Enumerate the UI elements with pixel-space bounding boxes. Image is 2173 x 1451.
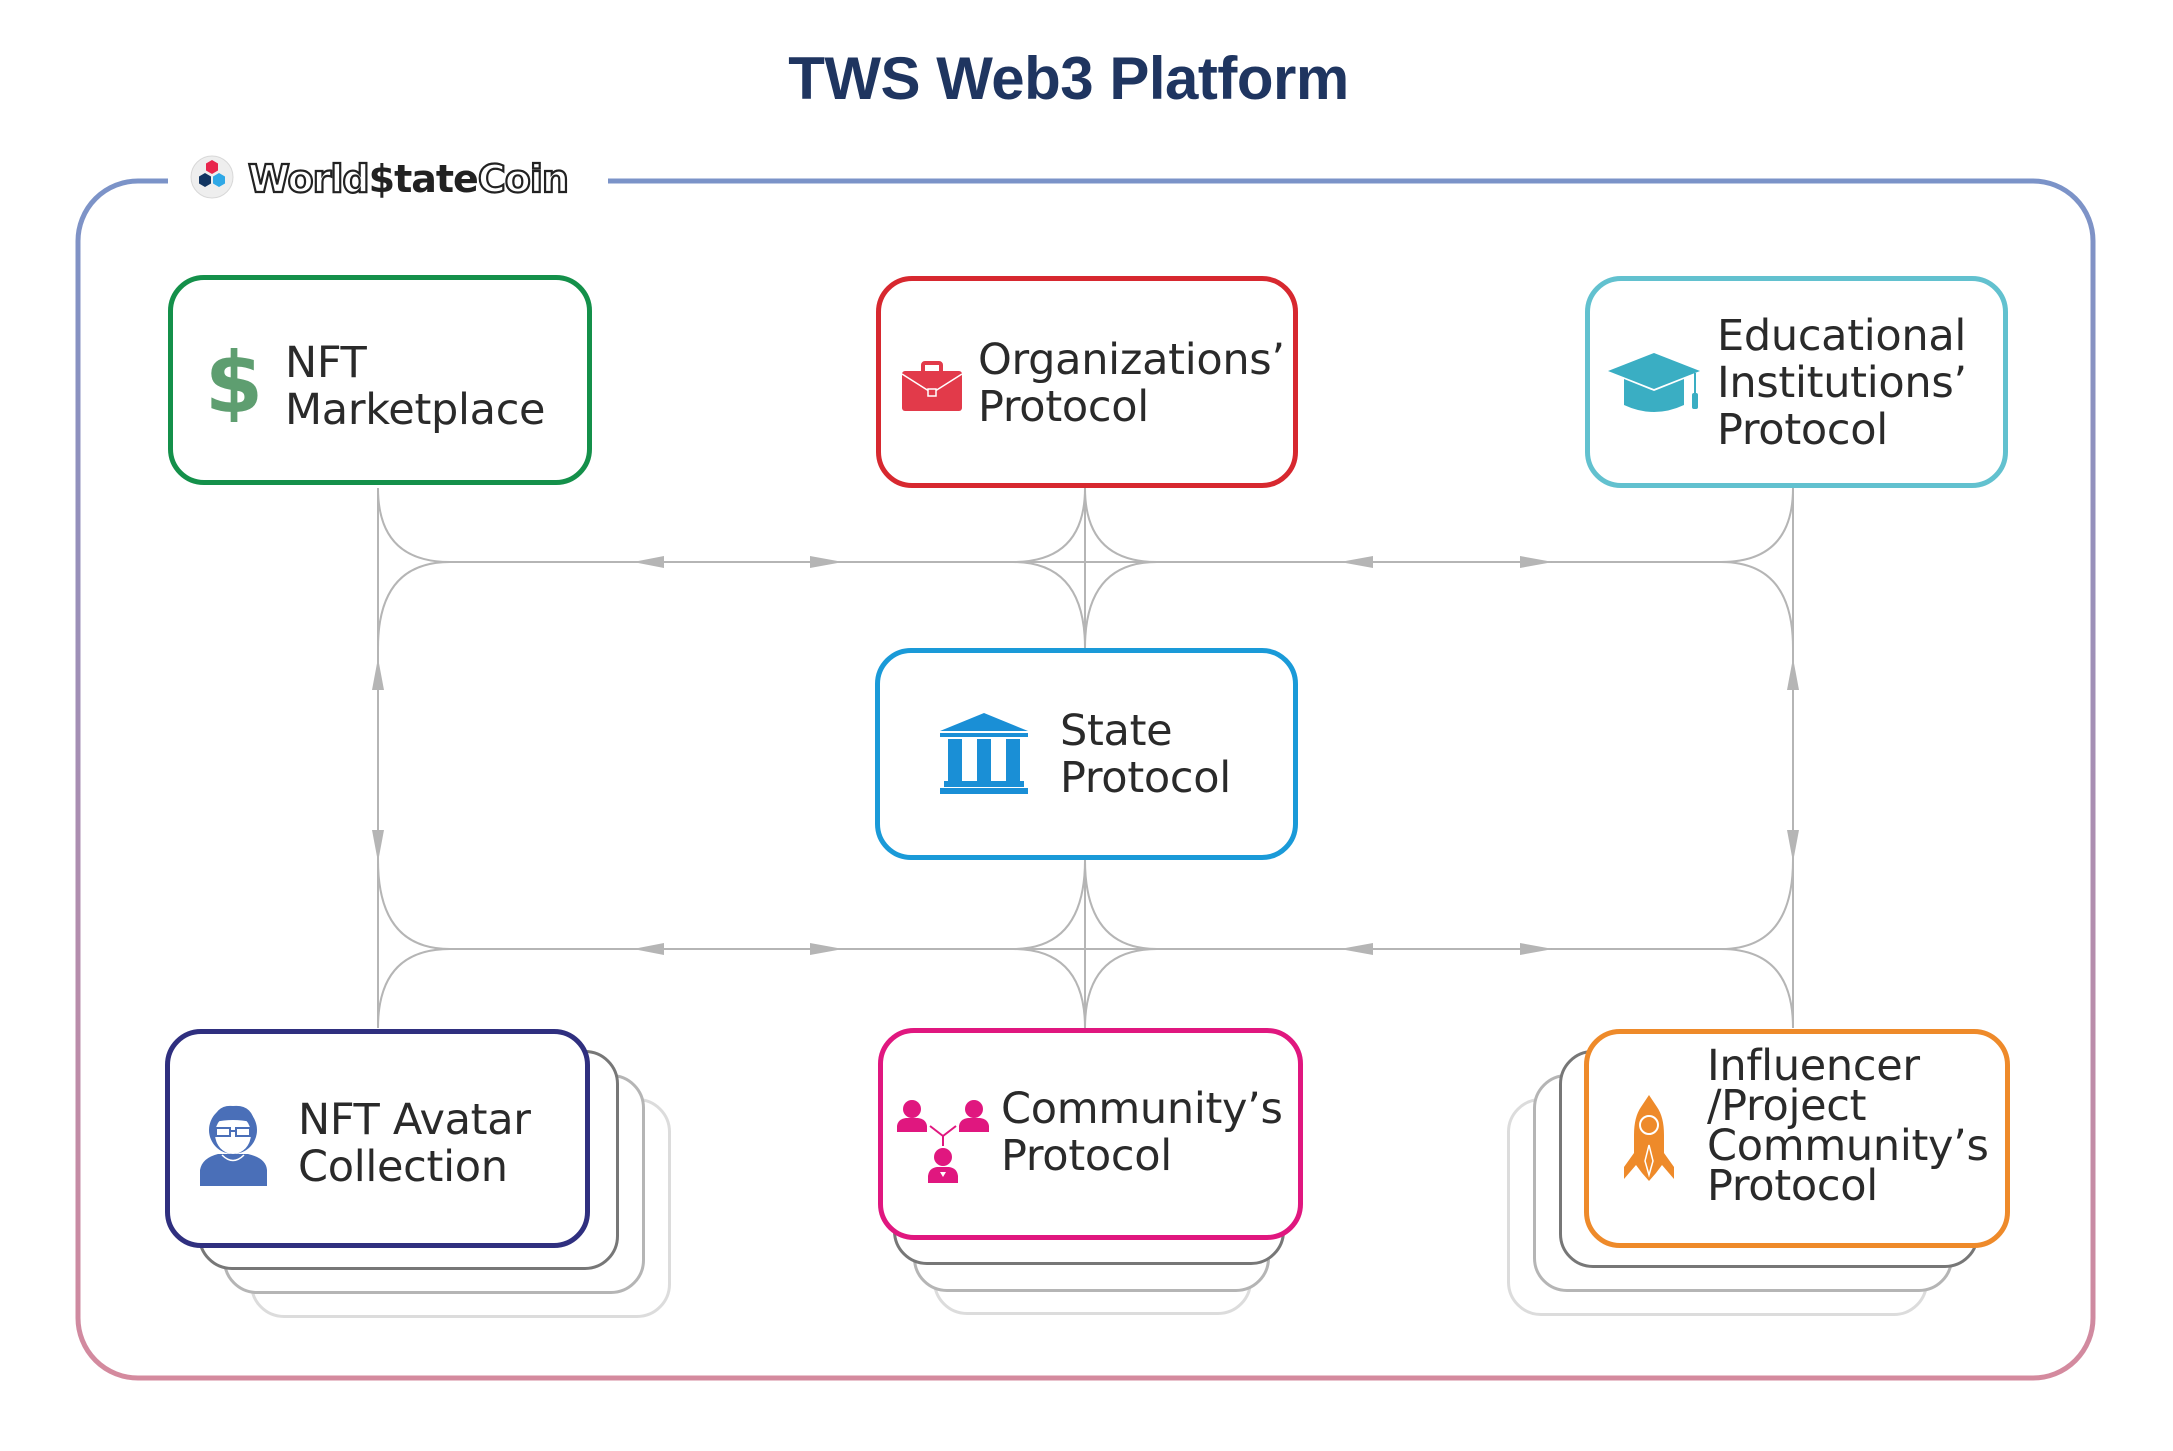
node-label: Influencer /Project Community’s Protocol <box>1707 1041 1989 1211</box>
avatar-person-glasses-icon <box>200 1100 270 1190</box>
node-label: Community’s Protocol <box>1001 1084 1283 1181</box>
connector-curve-right-bottom-lower <box>1720 948 1794 1029</box>
connector-curve-right-top-upper <box>1720 487 1794 563</box>
node-label: NFT Avatar Collection <box>298 1095 531 1192</box>
node-label: Organizations’ Protocol <box>978 335 1285 432</box>
arrow-left-bottom-1 <box>1340 943 1373 955</box>
connector-curve-left-top-lower <box>377 561 451 649</box>
arrow-right-top-1 <box>1520 556 1553 568</box>
node-nft-avatar-collection[interactable]: NFT Avatar Collection <box>165 1029 590 1248</box>
worldstatecoin-logo: World$tateCoin <box>190 155 570 203</box>
briefcase-icon <box>901 361 963 417</box>
connector-arrows <box>372 556 1799 955</box>
node-influencer-protocol[interactable]: Influencer /Project Community’s Protocol <box>1584 1029 2010 1248</box>
connector-curve-left-bottom-upper <box>377 859 451 950</box>
connector-curve-center-top-lr <box>1084 561 1158 649</box>
arrow-right-top-0 <box>810 556 843 568</box>
logo-text-coin: Coin <box>477 156 570 202</box>
community-network-icon <box>896 1100 992 1188</box>
logo-text-world: World <box>247 156 371 202</box>
worldstatecoin-hexagon-logo-icon <box>190 155 234 203</box>
arrow-down-right <box>1787 830 1799 862</box>
connector-curve-left-top-upper <box>377 487 451 563</box>
platform-frame <box>75 178 2096 1381</box>
node-nft-marketplace[interactable]: $ NFT Marketplace <box>168 275 592 485</box>
connector-curve-center-bottom-ur <box>1084 859 1158 950</box>
government-building-icon <box>940 713 1028 799</box>
connector-curve-center-top-ll <box>1012 561 1086 649</box>
arrow-up-right <box>1787 658 1799 690</box>
logo-wordmark: World$tateCoin <box>247 156 570 202</box>
arrow-left-bottom-0 <box>633 943 664 955</box>
node-state-protocol[interactable]: State Protocol <box>875 648 1298 860</box>
connector-curve-right-top-lower <box>1720 561 1794 649</box>
arrow-right-bottom-1 <box>1520 943 1553 955</box>
connector-curve-center-bottom-ll <box>1012 948 1086 1029</box>
graduation-cap-icon <box>1608 353 1704 419</box>
arrow-left-top-1 <box>1340 556 1373 568</box>
arrow-down-left <box>372 830 384 862</box>
connector-curve-center-top-ur <box>1084 487 1158 563</box>
node-label: NFT Marketplace <box>285 338 546 435</box>
connector-lines <box>377 487 1794 1029</box>
page-title: TWS Web3 Platform <box>788 45 1349 112</box>
connector-curve-center-bottom-lr <box>1084 948 1158 1029</box>
node-educational-protocol[interactable]: Educational Institutions’ Protocol <box>1585 276 2008 488</box>
dollar-sign-icon: $ <box>205 334 263 432</box>
arrow-left-top-0 <box>633 556 664 568</box>
connector-curve-right-bottom-upper <box>1720 859 1794 950</box>
logo-text-state: $tate <box>368 157 479 201</box>
svg-text:$: $ <box>207 342 261 422</box>
arrow-up-left <box>372 658 384 690</box>
node-community-protocol[interactable]: Community’s Protocol <box>878 1028 1303 1240</box>
rocket-icon <box>1622 1095 1676 1185</box>
node-organizations-protocol[interactable]: Organizations’ Protocol <box>876 276 1298 488</box>
connector-curve-center-bottom-ul <box>1012 859 1086 950</box>
connector-curve-center-top-ul <box>1012 487 1086 563</box>
connector-curve-left-bottom-lower <box>377 948 451 1029</box>
node-label: State Protocol <box>1060 706 1231 803</box>
node-label: Educational Institutions’ Protocol <box>1717 311 1967 455</box>
arrow-right-bottom-0 <box>810 943 843 955</box>
